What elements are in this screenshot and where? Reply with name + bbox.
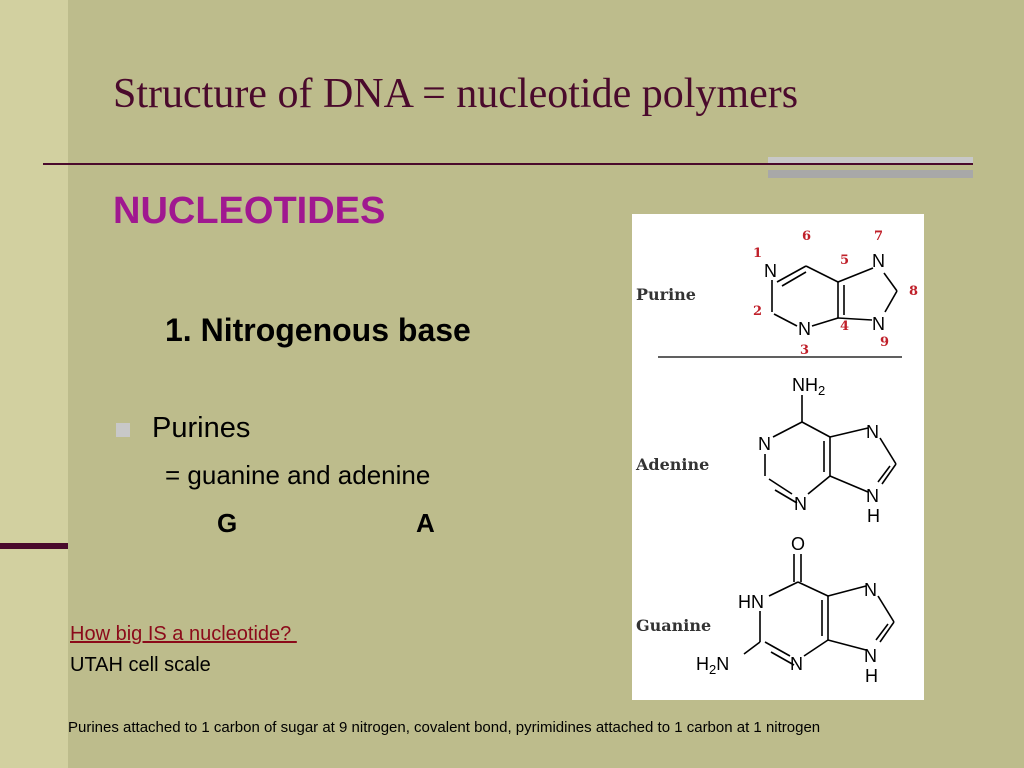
adenine-n1: N (758, 434, 771, 454)
guanine-hn1: HN (738, 592, 764, 612)
pos-4: 4 (840, 319, 849, 334)
left-band (0, 0, 68, 768)
pos-1: 1 (753, 246, 762, 261)
purine-structure: N N N N 1 2 3 4 5 6 7 8 9 (753, 229, 918, 358)
purine-label: Purine (636, 285, 696, 304)
adenine-label: Adenine (635, 455, 709, 474)
section-heading: 1. Nitrogenous base (165, 312, 471, 348)
pos-9: 9 (880, 335, 889, 350)
guanine-structure: O HN N N N H H2N (696, 534, 895, 686)
bullet-purines: Purines (152, 412, 251, 444)
atom-n3: N (798, 319, 811, 339)
guanine-n9: N (864, 646, 877, 666)
adenine-n7: N (866, 422, 879, 442)
adenine-nh2: NH2 (792, 375, 825, 398)
bullet-sub-text: = guanine and adenine (165, 460, 431, 490)
letter-a: A (416, 508, 435, 538)
atom-n1: N (764, 261, 777, 281)
purine-diagram: Purine N N N N 1 2 3 4 5 6 7 8 9 (635, 229, 918, 686)
pos-8: 8 (909, 284, 918, 299)
footnote: Purines attached to 1 carbon of sugar at… (68, 719, 821, 736)
pos-6: 6 (802, 229, 811, 244)
left-accent-bar (0, 543, 68, 549)
scale-text: UTAH cell scale (70, 654, 211, 676)
pos-2: 2 (753, 304, 762, 319)
letter-g: G (217, 508, 238, 538)
pos-7: 7 (874, 229, 883, 244)
purine-structures-figure: Purine N N N N 1 2 3 4 5 6 7 8 9 (632, 214, 924, 700)
guanine-o: O (791, 534, 805, 554)
title-accent-bar-shadow (768, 170, 973, 178)
slide-title: Structure of DNA = nucleotide polymers (113, 71, 799, 117)
guanine-n7: N (864, 580, 877, 600)
pos-3: 3 (800, 343, 809, 358)
title-rule (43, 163, 973, 165)
pos-5: 5 (840, 253, 849, 268)
adenine-h9: H (867, 506, 880, 526)
guanine-n3: N (790, 654, 803, 674)
adenine-n9: N (866, 486, 879, 506)
title-accent-bar (768, 157, 973, 165)
slide-subtitle: NUCLEOTIDES (113, 190, 386, 232)
guanine-h9: H (865, 666, 878, 686)
nucleotide-size-link[interactable]: How big IS a nucleotide? (70, 623, 297, 645)
atom-n7: N (872, 251, 885, 271)
atom-n9: N (872, 314, 885, 334)
adenine-n3: N (794, 494, 807, 514)
bullet-square-icon (116, 423, 130, 437)
guanine-label: Guanine (636, 616, 711, 635)
guanine-h2n: H2N (696, 654, 729, 677)
adenine-structure: NH2 N N N N H (758, 375, 897, 526)
